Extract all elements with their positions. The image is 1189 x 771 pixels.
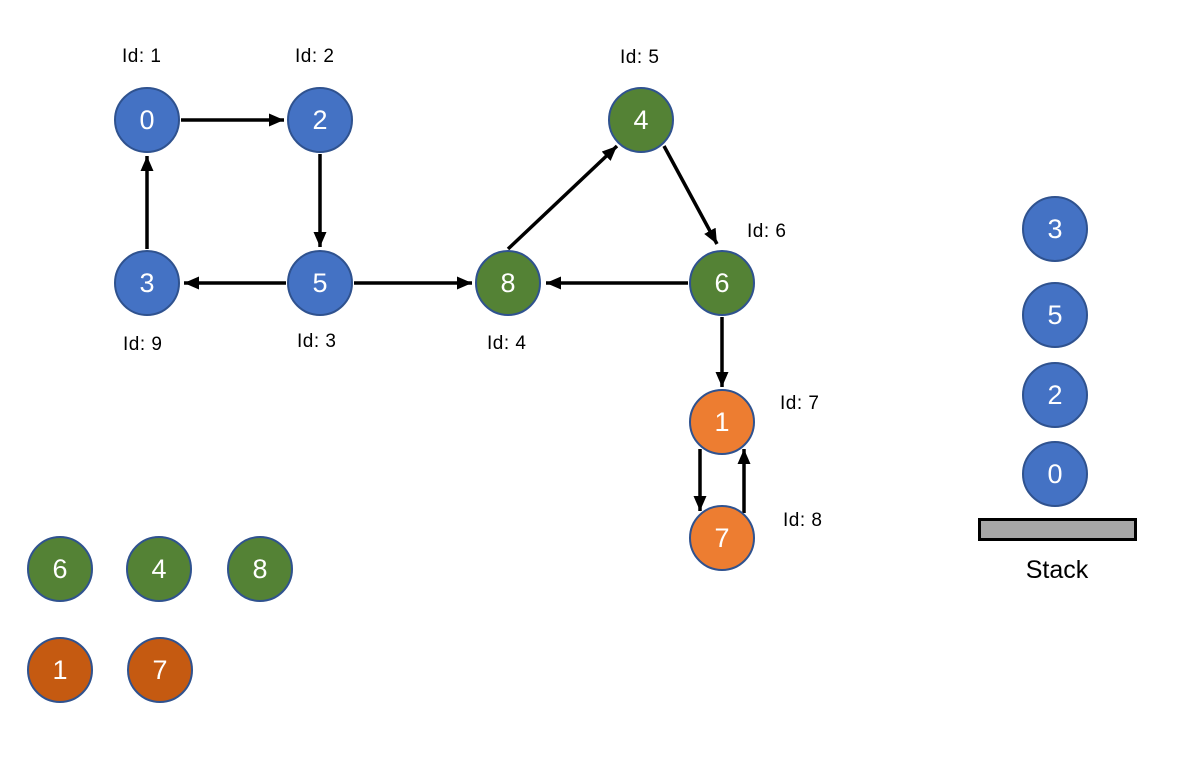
pool-node-1: 1	[27, 637, 93, 703]
pool-node-6: 6	[27, 536, 93, 602]
graph-edges	[140, 113, 751, 513]
edge-4-to-6	[662, 145, 719, 245]
graph-node-3: 3	[114, 250, 180, 316]
stack-base-bar	[978, 518, 1137, 541]
graph-node-4: 4	[608, 87, 674, 153]
graph-node-5: 5	[287, 250, 353, 316]
id-label-node-8: Id: 4	[487, 333, 527, 354]
stack-node-5: 5	[1022, 282, 1088, 348]
graph-node-2: 2	[287, 87, 353, 153]
id-label-node-6: Id: 6	[747, 221, 787, 242]
pool-node-7: 7	[127, 637, 193, 703]
id-label-node-1: Id: 7	[780, 393, 820, 414]
id-label-node-4: Id: 5	[620, 47, 660, 68]
stack-label: Stack	[1025, 556, 1089, 584]
stack-node-0: 0	[1022, 441, 1088, 507]
pool-node-4: 4	[126, 536, 192, 602]
id-label-node-5: Id: 3	[297, 331, 337, 352]
stack-node-2: 2	[1022, 362, 1088, 428]
graph-node-6: 6	[689, 250, 755, 316]
graph-node-0: 0	[114, 87, 180, 153]
graph-node-1: 1	[689, 389, 755, 455]
graph-node-8: 8	[475, 250, 541, 316]
id-label-node-2: Id: 2	[295, 46, 335, 67]
pool-node-8: 8	[227, 536, 293, 602]
id-label-node-7: Id: 8	[783, 510, 823, 531]
edge-8-to-4	[506, 144, 619, 251]
stack-node-3: 3	[1022, 196, 1088, 262]
graph-node-7: 7	[689, 505, 755, 571]
id-label-node-3: Id: 9	[123, 334, 163, 355]
id-label-node-0: Id: 1	[122, 46, 162, 67]
